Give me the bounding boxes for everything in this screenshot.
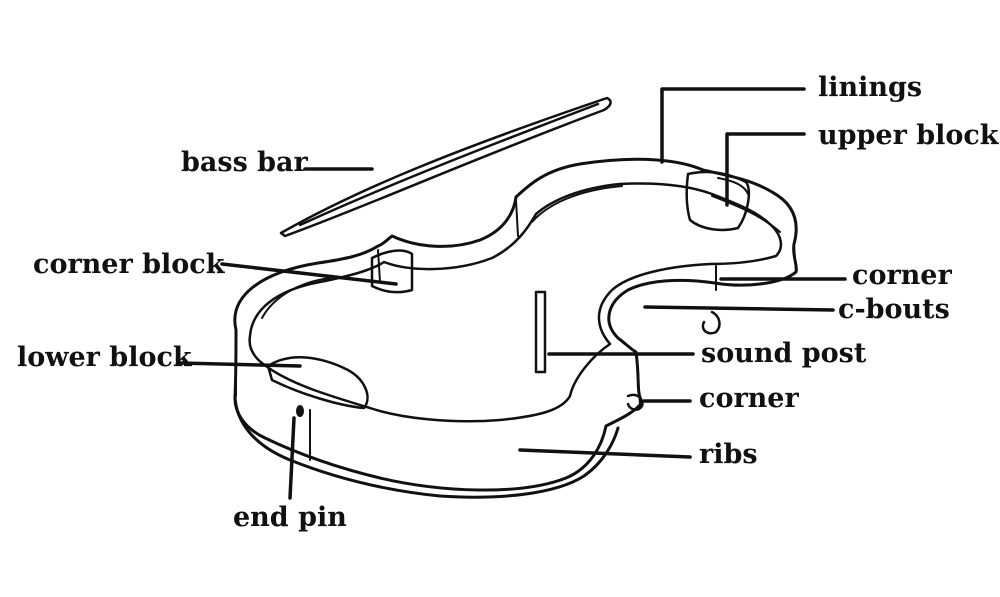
leader-corner-block xyxy=(220,262,398,286)
rib-seams xyxy=(235,199,797,461)
lower-block-shape xyxy=(266,356,369,410)
leader-upper-block xyxy=(725,132,806,207)
label-end-pin: end pin xyxy=(233,502,347,533)
upper-block-top xyxy=(717,177,749,195)
label-corner-block: corner block xyxy=(33,249,225,280)
label-upper-block: upper block xyxy=(818,120,999,151)
leader-lines xyxy=(178,87,847,500)
leader-c-bouts xyxy=(643,305,835,312)
label-c-bouts: c-bouts xyxy=(838,294,950,325)
label-sound-post: sound post xyxy=(701,338,867,369)
end-pin-hole xyxy=(296,405,304,417)
sound-post xyxy=(534,290,547,374)
upper-block-shape xyxy=(685,170,750,232)
label-bass-bar: bass bar xyxy=(181,147,308,178)
leader-end-pin xyxy=(288,416,296,500)
rib-bottom-edge xyxy=(233,394,620,499)
label-corner-lower: corner xyxy=(699,383,799,414)
bass-bar-piece xyxy=(279,96,612,238)
leader-linings xyxy=(660,87,806,164)
rib-outer-edge xyxy=(233,157,798,492)
leader-ribs xyxy=(518,448,692,459)
lining-line xyxy=(261,185,781,319)
corner-block-shape xyxy=(370,249,414,294)
label-ribs: ribs xyxy=(699,439,758,470)
corner-notch-lower xyxy=(626,393,644,411)
corner-notch-right xyxy=(701,310,721,335)
rib-inner-edge xyxy=(248,182,783,423)
label-linings: linings xyxy=(818,72,923,103)
label-corner-right: corner xyxy=(852,260,952,291)
leader-lower-block xyxy=(178,361,302,368)
label-lower-block: lower block xyxy=(17,342,192,373)
